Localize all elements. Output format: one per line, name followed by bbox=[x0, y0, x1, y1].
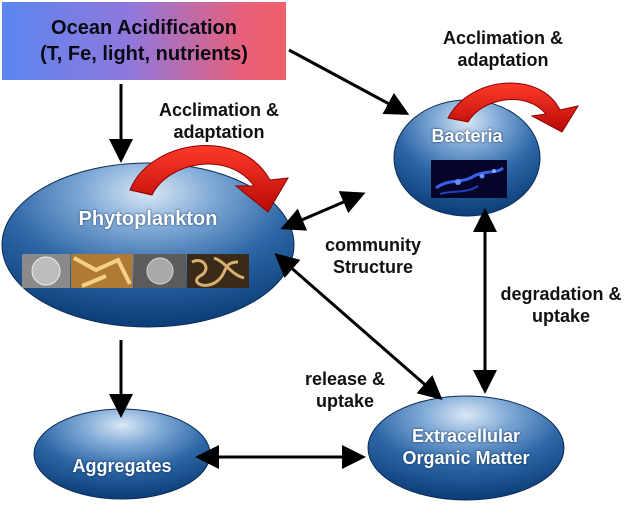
release-line2: uptake bbox=[315, 391, 375, 411]
acclimation-right-line1: Acclimation & bbox=[442, 28, 564, 48]
curved-arrow-bacteria bbox=[447, 82, 580, 133]
community-line2: Structure bbox=[332, 257, 413, 277]
ocean-acidification-box: Ocean Acidification (T, Fe, light, nutri… bbox=[2, 2, 286, 80]
degradation-uptake-label: degradation & uptake bbox=[488, 283, 634, 327]
curved-arrow-phytoplankton bbox=[129, 145, 289, 213]
arrow-oa-to-bacteria bbox=[288, 48, 410, 115]
bacteria-image bbox=[431, 160, 507, 198]
degradation-line2: uptake bbox=[531, 306, 591, 326]
header-line2: (T, Fe, light, nutrients) bbox=[40, 43, 248, 65]
community-structure-label: community Structure bbox=[312, 234, 434, 278]
acclimation-left-line1: Acclimation & bbox=[158, 100, 280, 120]
arrow-phyto-eom bbox=[274, 253, 443, 400]
community-line1: community bbox=[324, 235, 421, 255]
acclimation-left-line2: adaptation bbox=[173, 122, 265, 142]
degradation-line1: degradation & bbox=[500, 284, 622, 304]
arrow-phyto-bacteria bbox=[280, 191, 366, 231]
acclimation-left-label: Acclimation & adaptation bbox=[144, 99, 294, 143]
eom-line2: Organic Matter bbox=[402, 448, 530, 468]
header-line1: Ocean Acidification bbox=[51, 17, 237, 39]
bacteria-label: Bacteria bbox=[431, 126, 503, 146]
release-uptake-label: release & uptake bbox=[286, 368, 404, 412]
release-line1: release & bbox=[304, 369, 386, 389]
phytoplankton-micrograph-strip bbox=[22, 254, 249, 288]
eom-label: Extracellular Organic Matter bbox=[378, 425, 554, 469]
eom-oval bbox=[367, 395, 565, 501]
eom-line1: Extracellular bbox=[411, 426, 521, 446]
phytoplankton-label: Phytoplankton bbox=[78, 208, 218, 230]
acclimation-right-line2: adaptation bbox=[457, 50, 549, 70]
aggregates-label: Aggregates bbox=[72, 456, 172, 476]
acclimation-right-label: Acclimation & adaptation bbox=[428, 27, 578, 71]
aggregates-oval bbox=[33, 408, 211, 500]
